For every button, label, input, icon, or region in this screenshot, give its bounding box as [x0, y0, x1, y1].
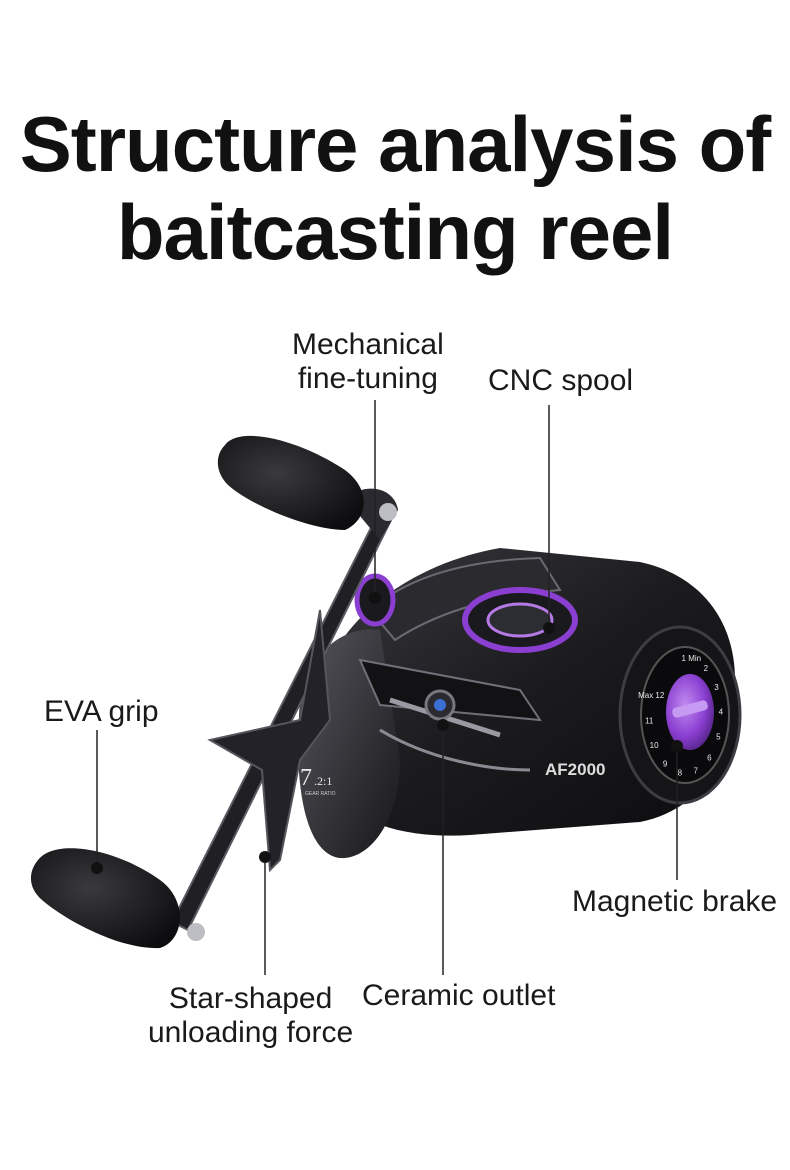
callout-pointers [91, 400, 683, 975]
label-mechanical-line-1: Mechanical [292, 328, 444, 361]
label-star-line-1: Star-shaped [168, 982, 333, 1015]
dial-number: 10 [650, 741, 659, 750]
label-star-line-2: unloading force [148, 1016, 354, 1049]
label-ceramic-outlet: Ceramic outlet [362, 979, 556, 1012]
dial-number: 9 [663, 759, 668, 768]
dial-number: 6 [707, 754, 712, 763]
gear-ratio-caption: GEAR RATIO [305, 791, 336, 797]
dial-number: 1 Min [682, 654, 702, 663]
reel-body: AF2000 7 .2:1 GEAR RATIO [298, 548, 742, 859]
dial-number: 4 [719, 707, 724, 716]
label-mechanical-fine-tuning: Mechanical fine-tuning [292, 328, 444, 396]
handle [30, 435, 398, 949]
label-star-shaped-unloading-force: Star-shaped unloading force [148, 982, 353, 1050]
label-eva-grip: EVA grip [44, 695, 159, 728]
dial-number: 3 [714, 683, 719, 692]
dial-number: 11 [645, 717, 654, 726]
title-line-1: Structure analysis of [19, 100, 772, 188]
page-title: Structure analysis of baitcasting reel [0, 100, 790, 276]
gear-ratio-major: 7 [300, 765, 312, 791]
label-cnc-spool: CNC spool [488, 364, 634, 397]
dial-number: 7 [693, 766, 698, 775]
title-line-2: baitcasting reel [116, 188, 674, 276]
model-label: AF2000 [545, 760, 605, 779]
label-mechanical-line-2: fine-tuning [297, 362, 438, 395]
dial-number: 8 [678, 768, 683, 777]
dial-number: Max 12 [638, 691, 665, 700]
dial-number: 2 [704, 664, 709, 673]
dial-number: 5 [716, 733, 721, 742]
label-magnetic-brake: Magnetic brake [572, 885, 778, 918]
gear-ratio-minor: .2:1 [314, 774, 332, 788]
